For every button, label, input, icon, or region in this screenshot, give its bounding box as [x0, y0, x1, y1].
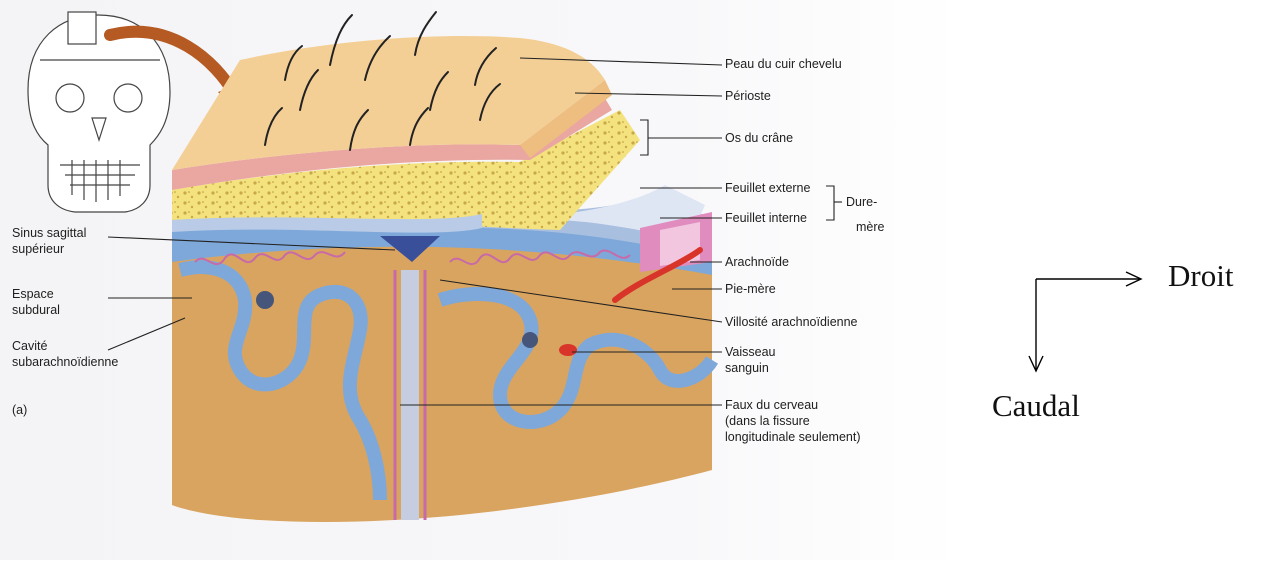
- label-faux-line3: longitudinale seulement): [725, 430, 861, 445]
- label-faux-line1: Faux du cerveau: [725, 398, 818, 413]
- label-espace-line2: subdural: [12, 303, 60, 318]
- label-pie-mere: Pie-mère: [725, 282, 776, 297]
- label-villosite: Villosité arachnoïdienne: [725, 315, 858, 330]
- label-espace-line1: Espace: [12, 287, 54, 302]
- label-dure-mere-line2: mère: [856, 220, 884, 235]
- label-cavite-line1: Cavité: [12, 339, 47, 354]
- panel-label: (a): [12, 403, 27, 418]
- orientation-label-down: Caudal: [992, 388, 1080, 424]
- label-cavite-line2: subarachnoïdienne: [12, 355, 118, 370]
- label-dure-mere-line1: Dure-: [846, 195, 877, 210]
- label-os: Os du crâne: [725, 131, 793, 146]
- orientation-arrows: [1029, 272, 1141, 371]
- label-vaisseau-line2: sanguin: [725, 361, 769, 376]
- label-sinus-line1: Sinus sagittal: [12, 226, 86, 241]
- orientation-label-right: Droit: [1168, 258, 1233, 294]
- label-feuillet-externe: Feuillet externe: [725, 181, 810, 196]
- label-vaisseau-line1: Vaisseau: [725, 345, 776, 360]
- label-feuillet-interne: Feuillet interne: [725, 211, 807, 226]
- label-sinus-line2: supérieur: [12, 242, 64, 257]
- label-arachnoide: Arachnoïde: [725, 255, 789, 270]
- label-perioste: Périoste: [725, 89, 771, 104]
- skull-thumbnail: [28, 12, 170, 212]
- label-peau: Peau du cuir chevelu: [725, 57, 842, 72]
- block-front: [172, 203, 712, 522]
- label-faux-line2: (dans la fissure: [725, 414, 810, 429]
